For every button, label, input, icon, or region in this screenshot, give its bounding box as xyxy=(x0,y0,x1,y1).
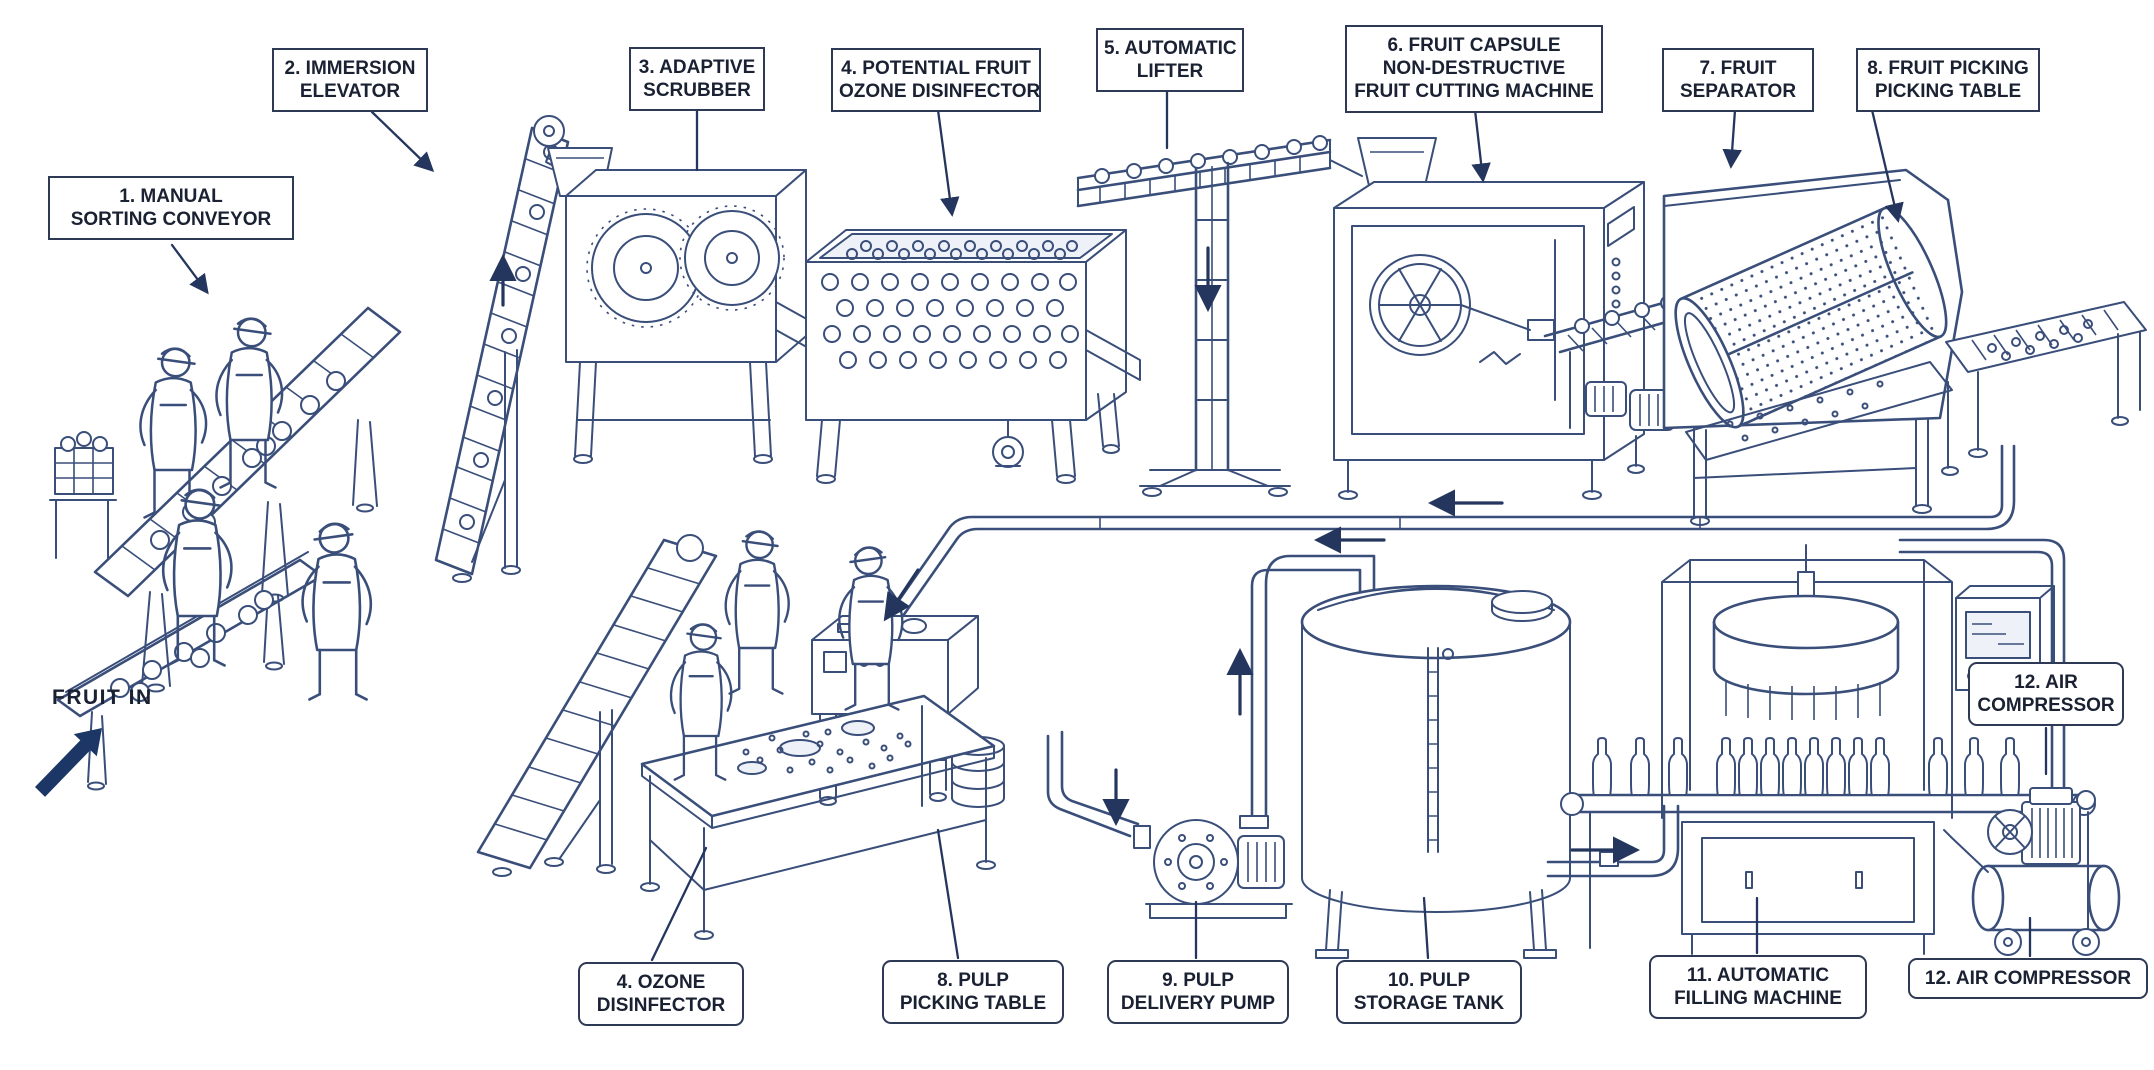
leader-line xyxy=(1722,108,1742,169)
fruit-in-label: FRUIT IN xyxy=(52,686,153,709)
machine-fruit-cutting-machine xyxy=(1333,137,1675,500)
leader-line xyxy=(650,846,708,962)
leader-line xyxy=(1471,108,1491,183)
machine-manual-sorting-conveyor xyxy=(49,306,402,791)
leader-line xyxy=(936,828,960,960)
machine-air-compressor xyxy=(1943,787,2121,956)
flow-arrows xyxy=(489,246,1641,864)
label-line: PICKING TABLE xyxy=(899,993,1047,1015)
leader-line xyxy=(170,243,209,295)
label-line: SEPARATOR xyxy=(1679,81,1797,103)
label-automatic-lifter: 5. AUTOMATIC LIFTER xyxy=(1096,28,1244,93)
label-line: 12. AIR COMPRESSOR xyxy=(1924,968,2132,989)
label-ozone-disinfector: 4. OZONE DISINFECTOR xyxy=(578,962,744,1027)
label-line: SCRUBBER xyxy=(643,80,751,102)
label-line: DELIVERY PUMP xyxy=(1120,993,1276,1015)
label-pulp-storage-tank: 10. PULP STORAGE TANK xyxy=(1336,960,1522,1025)
label-line: LIFTER xyxy=(1136,61,1204,83)
machine-pulp-storage-tank xyxy=(1300,584,1572,959)
label-line: OZONE DISINFECTOR xyxy=(839,81,1041,103)
machine-adaptive-scrubber xyxy=(547,147,813,464)
label-line: ELEVATOR xyxy=(299,81,401,103)
label-line: 10. PULP xyxy=(1387,970,1471,991)
machine-fruit-picking-table xyxy=(1945,301,2147,458)
label-fruit-picking-picking-table: 8. FRUIT PICKING PICKING TABLE xyxy=(1856,48,2040,113)
label-potential-fruit-ozone-disinfector: 4. POTENTIAL FRUIT OZONE DISINFECTOR xyxy=(831,48,1041,113)
machine-automatic-lifter xyxy=(1076,135,1363,497)
label-line: PICKING TABLE xyxy=(1874,81,2022,103)
label-automatic-filling-machine: 11. AUTOMATIC FILLING MACHINE xyxy=(1649,955,1867,1020)
label-line: 3. ADAPTIVE xyxy=(638,57,756,78)
fruit-in-arrow-icon xyxy=(35,728,102,797)
flow-arrow-pipe-downleft xyxy=(883,568,920,622)
label-line: 8. FRUIT PICKING xyxy=(1867,58,2029,79)
machine-immersion-elevator xyxy=(434,115,605,583)
label-air-compressor-upper: 12. AIR COMPRESSOR xyxy=(1968,662,2124,727)
leader-line xyxy=(936,108,960,217)
label-line: STORAGE TANK xyxy=(1353,993,1505,1015)
label-leaders xyxy=(170,90,2048,962)
label-line: FILLING MACHINE xyxy=(1674,988,1842,1010)
label-line: 2. IMMERSION xyxy=(284,58,416,79)
label-line: 5. AUTOMATIC xyxy=(1104,38,1237,59)
label-line: 12. AIR xyxy=(2014,672,2078,693)
machine-pulp-delivery-pump xyxy=(1133,815,1293,919)
leader-line xyxy=(370,110,435,173)
label-line: 7. FRUIT xyxy=(1699,58,1777,79)
leader-line xyxy=(1870,108,1904,223)
label-pulp-delivery-pump: 9. PULP DELIVERY PUMP xyxy=(1107,960,1289,1025)
label-line: FRUIT CUTTING MACHINE xyxy=(1354,81,1594,103)
label-line: 1. MANUAL xyxy=(119,186,223,207)
machine-ozone-disinfector-tank xyxy=(805,229,1127,484)
label-line: 4. OZONE xyxy=(616,972,706,993)
label-line: COMPRESSOR xyxy=(1977,695,2115,717)
label-immersion-elevator: 2. IMMERSION ELEVATOR xyxy=(272,48,428,113)
label-line: NON-DESTRUCTIVE xyxy=(1382,58,1566,80)
machine-pulp-picking-table xyxy=(640,530,996,940)
label-pulp-picking-table: 8. PULP PICKING TABLE xyxy=(882,960,1064,1025)
label-manual-sorting-conveyor: 1. MANUAL SORTING CONVEYOR xyxy=(48,176,294,241)
label-line: DISINFECTOR xyxy=(596,995,726,1017)
label-line: 6. FRUIT CAPSULE xyxy=(1387,35,1561,56)
process-pipes xyxy=(871,444,2066,878)
machine-automatic-filling-machine xyxy=(1560,544,2096,955)
label-fruit-separator: 7. FRUIT SEPARATOR xyxy=(1662,48,1814,113)
machine-incline-conveyor xyxy=(476,534,718,877)
leader-line xyxy=(1422,896,1430,960)
label-line: 9. PULP xyxy=(1162,970,1234,991)
label-line: 11. AUTOMATIC xyxy=(1686,965,1830,986)
label-fruit-cutting-machine: 6. FRUIT CAPSULE NON-DESTRUCTIVE FRUIT C… xyxy=(1345,25,1603,113)
label-adaptive-scrubber: 3. ADAPTIVE SCRUBBER xyxy=(629,47,765,112)
label-line: SORTING CONVEYOR xyxy=(70,209,272,231)
label-line: 4. POTENTIAL FRUIT xyxy=(841,58,1031,79)
label-air-compressor-lower: 12. AIR COMPRESSOR xyxy=(1908,958,2148,1000)
machine-fruit-separator xyxy=(1543,168,1964,526)
label-line: 8. PULP xyxy=(937,970,1009,991)
